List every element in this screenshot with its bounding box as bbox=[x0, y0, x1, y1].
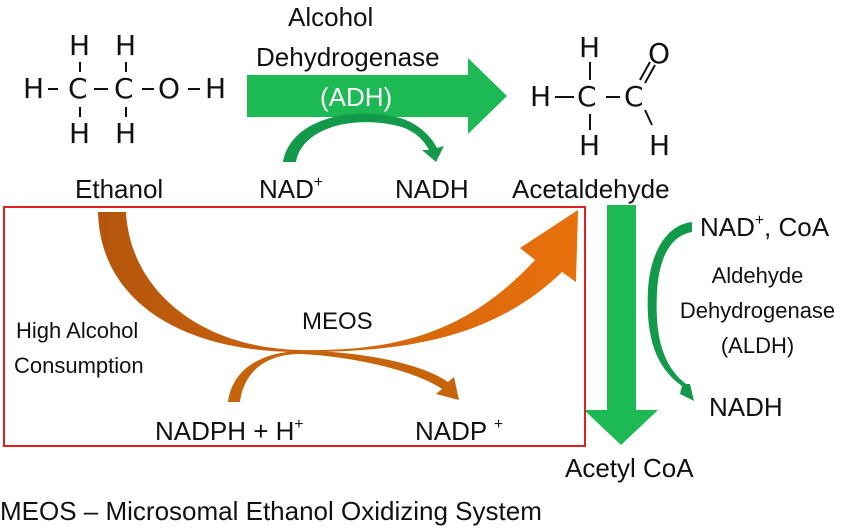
aldh-main-arrow bbox=[584, 205, 658, 445]
adh-cofactor-in-text: NAD bbox=[259, 174, 314, 204]
adh-main-arrow bbox=[247, 58, 507, 134]
aldh-cofactor-in-charge: + bbox=[754, 212, 765, 230]
acetaldehyde-atom-h-bottom-2: H bbox=[649, 129, 671, 162]
meos-cofactor-in-charge: + bbox=[294, 416, 304, 434]
acetaldehyde-atom-h-top: H bbox=[579, 31, 601, 64]
adh-cofactor-in: NAD+ bbox=[259, 174, 324, 204]
acetyl-coa-label: Acetyl CoA bbox=[565, 453, 694, 483]
aldh-abbreviation: (ALDH) bbox=[720, 333, 795, 358]
meos-condition-line1: High Alcohol bbox=[16, 318, 139, 343]
aldh-cofactor-arc bbox=[647, 222, 694, 401]
meos-cofactor-out: NADP + bbox=[415, 416, 504, 446]
meos-cofactor-in-text: NADPH + H bbox=[155, 416, 295, 446]
aldh-cofactor-out: NADH bbox=[709, 392, 783, 422]
aldh-cofactor-in: NAD+, CoA bbox=[700, 212, 830, 242]
ethanol-atom-h-left: H bbox=[23, 72, 45, 105]
adh-abbreviation: (ADH) bbox=[320, 82, 393, 112]
acetaldehyde-atom-h-bottom-1: H bbox=[579, 129, 601, 162]
ethanol-bonds bbox=[48, 62, 200, 117]
footnote: MEOS – Microsomal Ethanol Oxidizing Syst… bbox=[0, 496, 542, 526]
aldh-enzyme-line1: Aldehyde bbox=[711, 263, 804, 288]
acetaldehyde-bonds bbox=[555, 61, 656, 130]
meos-cofactor-arc bbox=[228, 350, 459, 402]
ethanol-atom-h-right: H bbox=[205, 72, 227, 105]
adh-enzyme-line2: Dehydrogenase bbox=[256, 42, 440, 72]
acetaldehyde-atom-c2: C bbox=[624, 80, 644, 113]
ethanol-atom-o: O bbox=[158, 72, 181, 105]
meos-label: MEOS bbox=[302, 308, 373, 335]
ethanol-atom-h-top-1: H bbox=[69, 29, 91, 62]
aldh-enzyme-line2: Dehydrogenase bbox=[679, 298, 836, 323]
meos-condition-line2: Consumption bbox=[14, 353, 144, 378]
ethanol-label: Ethanol bbox=[75, 174, 164, 204]
adh-cofactor-arc bbox=[283, 113, 444, 162]
acetaldehyde-atom-o: O bbox=[648, 37, 671, 70]
aldh-cofactor-in-suffix: , CoA bbox=[764, 212, 830, 242]
ethanol-atom-h-bottom-1: H bbox=[69, 117, 91, 150]
meos-cofactor-out-charge: + bbox=[494, 416, 504, 434]
acetaldehyde-atom-c1: C bbox=[577, 80, 597, 113]
aldh-cofactor-in-text: NAD bbox=[700, 212, 755, 242]
ethanol-atom-c2: C bbox=[114, 72, 134, 105]
adh-cofactor-in-charge: + bbox=[313, 174, 324, 192]
meos-cofactor-in: NADPH + H+ bbox=[155, 416, 304, 446]
adh-enzyme-line1: Alcohol bbox=[288, 2, 374, 32]
meos-cofactor-out-text: NADP bbox=[415, 416, 494, 446]
ethanol-atom-h-top-2: H bbox=[115, 29, 137, 62]
acetaldehyde-label: Acetaldehyde bbox=[512, 174, 670, 204]
adh-cofactor-out: NADH bbox=[395, 174, 469, 204]
acetaldehyde-atom-h-left: H bbox=[530, 80, 552, 113]
ethanol-atom-c1: C bbox=[68, 72, 88, 105]
meos-box bbox=[3, 206, 586, 447]
ethanol-atom-h-bottom-2: H bbox=[115, 117, 137, 150]
